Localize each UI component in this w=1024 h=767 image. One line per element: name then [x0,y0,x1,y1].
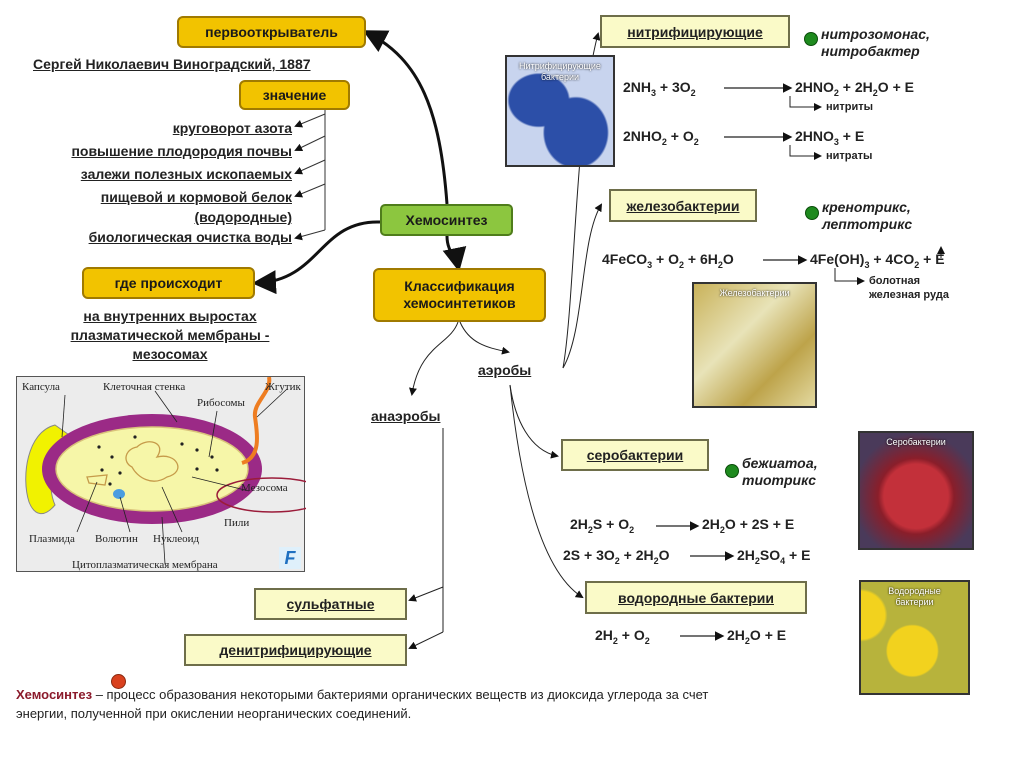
aerobes-label: аэробы [478,362,532,378]
equation-sulfur-1-left: 2H2S + O2 [570,516,635,535]
sulfur-bacteria-box: серобактерии [561,439,709,471]
sulfur-species: бежиатоа,тиотрикс [742,455,818,488]
equation-hydrogen-right: 2H2O + E [727,627,787,646]
equation-iron-right: 4Fe(OH)3 + 4CO2 + E [810,251,945,270]
flagellum-shape [241,376,272,465]
iron-bacteria-box: железобактерии [609,189,757,222]
arrow-to-location [252,220,381,295]
location-line: плазматической мембраны - [70,327,270,343]
label-ribosomes: Рибосомы [197,397,245,409]
nitrites-note: нитриты [826,101,874,113]
arrow-to-classification [442,235,467,272]
label-pili: Пили [224,517,250,529]
nitrifying-box: нитрифицирующие [600,15,790,48]
significance-item: круговорот азота [172,120,292,136]
definition-term: Хемосинтез [16,687,93,702]
label-plasmid: Плазмида [29,533,75,545]
equation-sulfur-2-left: 2S + 3O2 + 2H2O [563,547,670,566]
equation-sulfur-1-right: 2H2O + 2S + E [702,516,795,535]
sulfate-box: сульфатные [254,588,407,620]
label-volutin: Волютин [95,533,138,545]
location-box: где происходит [82,267,255,299]
definition-text: Хемосинтез – процесс образования некотор… [16,685,716,723]
significance-item: повышение плодородия почвы [71,143,292,159]
bacterial-cell-diagram: Капсула Клеточная стенка Рибосомы Жгутик… [16,376,328,572]
classification-box: Классификация хемосинтетиков [373,268,546,322]
equation-nitrite-right: 2HNO2 + 2H2O + E [795,79,914,98]
denitrifying-box: денитрифицирующие [184,634,407,666]
species-dot-icon [725,464,739,478]
location-line: мезосомах [132,346,208,362]
nitrates-note: нитраты [826,150,873,162]
chemosynthesis-node: Хемосинтез [380,204,513,236]
equation-iron-left: 4FeCO3 + O2 + 6H2O [602,251,734,270]
label-flagellum: Жгутик [265,381,301,393]
volutin-shape [113,489,125,499]
definition-body: – процесс образования некоторыми бактери… [16,687,709,721]
equation-nitrate-left: 2NHO2 + O2 [623,128,699,147]
iron-bacteria-photo: Железобактерии [692,282,817,408]
hydrogen-bacteria-box: водородные бактерии [585,581,807,614]
species-dot-icon [804,32,818,46]
discoverer-name: Сергей Николаевич Виноградский, 1887 [33,56,311,72]
label-nucleoid: Нуклеоид [153,533,200,545]
classification-line: хемосинтетиков [403,295,516,311]
label-mesosome: Мезосома [241,482,288,494]
discoverer-box: первооткрыватель [177,16,366,48]
publisher-logo: F [279,547,301,569]
anaerobes-label: анаэробы [371,408,441,424]
nitrifying-species: нитрозомонас,нитробактер [821,26,930,59]
significance-item: залежи полезных ископаемых [80,166,292,182]
cell-illustration [25,376,328,565]
label-cell-wall: Клеточная стенка [103,381,186,393]
label-membrane: Цитоплазматическая мембрана [72,559,218,571]
label-capsule: Капсула [22,381,60,393]
equation-sulfur-2-right: 2H2SO4 + E [737,547,811,566]
location-line: на внутренних выростах [83,308,257,324]
equation-nitrite-left: 2NH3 + 3O2 [623,79,696,98]
significance-item: биологическая очистка воды [88,229,292,245]
equation-hydrogen-left: 2H2 + O2 [595,627,650,646]
significance-box: значение [239,80,350,110]
significance-item: пищевой и кормовой белок [100,189,292,205]
species-dot-icon [805,206,819,220]
classification-line: Классификация [404,278,515,294]
equation-nitrate-right: 2HNO3 + E [795,128,865,147]
definition-dot-icon [111,674,126,689]
sulfur-bacteria-photo: Серобактерии [858,431,974,550]
iron-species: кренотрикс,лептотрикс [822,199,913,232]
significance-item: (водородные) [194,209,292,225]
cytoplasm-shape [55,426,249,512]
arrow-to-discoverer [362,30,449,205]
